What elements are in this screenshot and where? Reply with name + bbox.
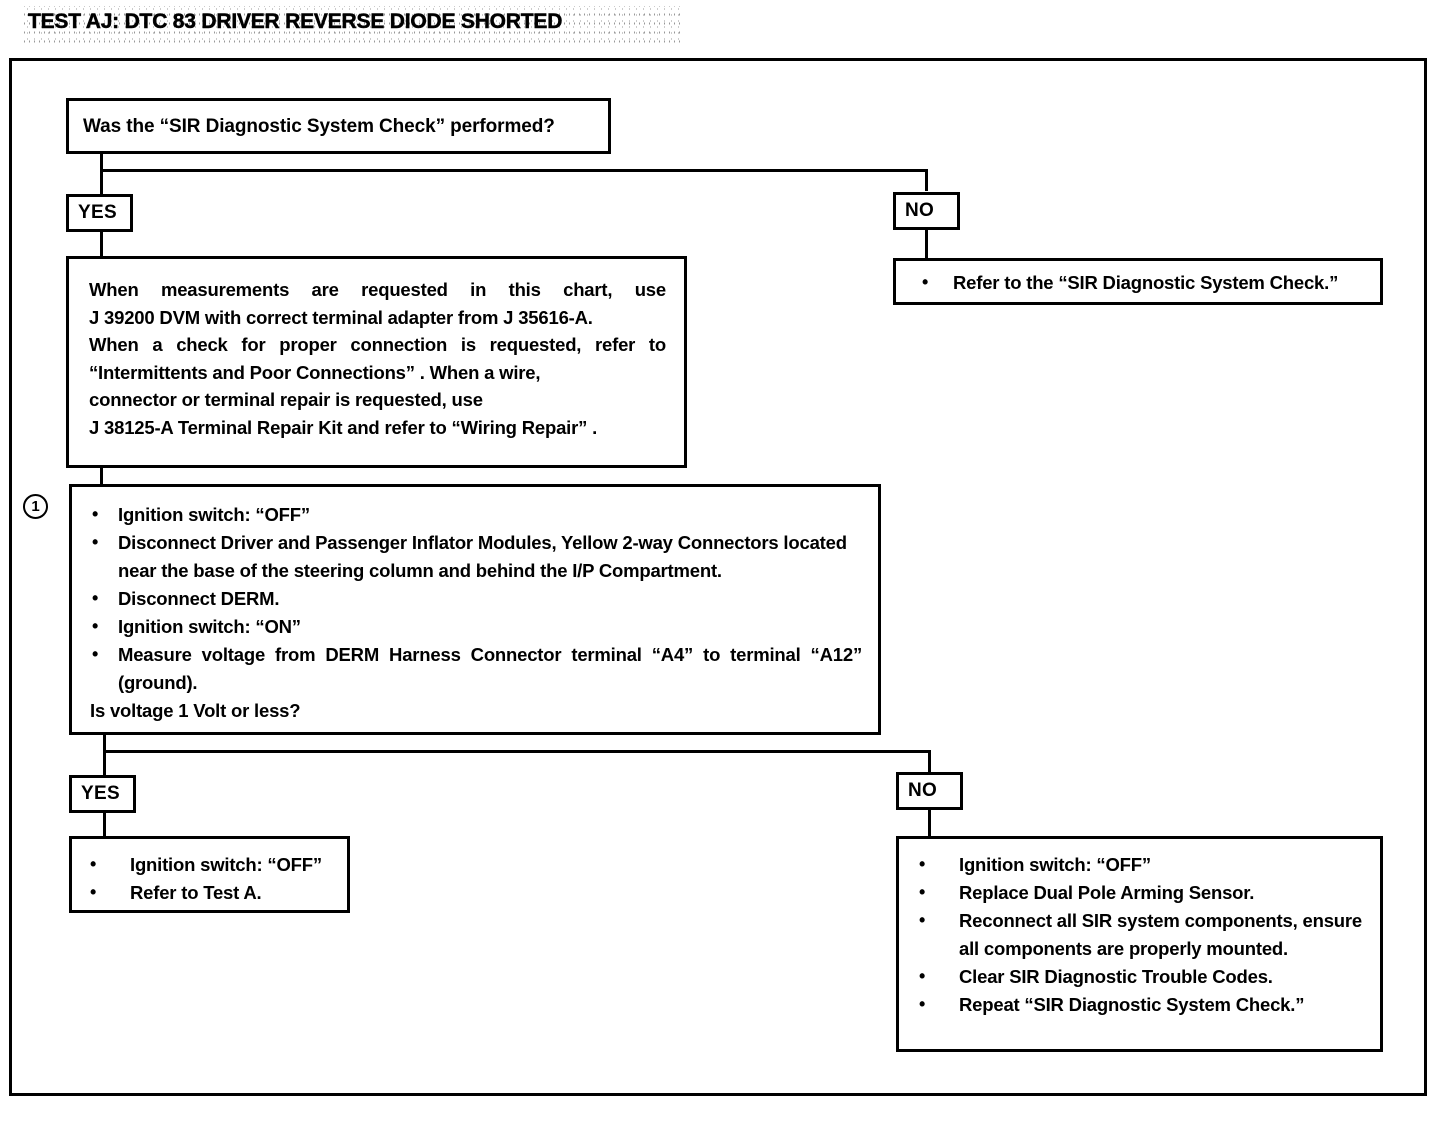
- connector-yes2-to-box: [103, 813, 106, 836]
- question-box-sir-check: Was the “SIR Diagnostic System Check” pe…: [66, 98, 611, 154]
- step-marker-1: 1: [23, 494, 48, 519]
- yes-box-bottom-list: Ignition switch: “OFF” Refer to Test A.: [84, 850, 337, 907]
- connector-branch1-yes-down: [100, 169, 103, 194]
- connector-no1-to-box: [925, 230, 928, 258]
- branch2-yes-tag: YES: [69, 775, 136, 813]
- no-box-refer-sir-check: Refer to the “SIR Diagnostic System Chec…: [893, 258, 1383, 305]
- list-item: Ignition switch: “ON”: [86, 612, 862, 641]
- no-box-bottom: Ignition switch: “OFF” Replace Dual Pole…: [896, 836, 1383, 1052]
- note-line-6: J 38125-A Terminal Repair Kit and refer …: [89, 416, 598, 438]
- connector-q1-down: [100, 154, 103, 172]
- step1-box: Ignition switch: “OFF” Disconnect Driver…: [69, 484, 881, 735]
- step1-list: Ignition switch: “OFF” Disconnect Driver…: [86, 500, 862, 697]
- connector-branch1-bar: [100, 169, 928, 172]
- connector-branch1-no-down: [925, 169, 928, 191]
- note-line-4: “Intermittents and Poor Connections” . W…: [89, 361, 541, 383]
- list-item: Refer to the “SIR Diagnostic System Chec…: [916, 268, 1370, 297]
- no-box-bottom-list: Ignition switch: “OFF” Replace Dual Pole…: [913, 850, 1362, 1019]
- connector-yes1-to-note: [100, 232, 103, 257]
- branch2-no-tag: NO: [896, 772, 963, 810]
- connector-branch2-yes-down: [103, 750, 106, 775]
- page-title-band: TEST AJ: DTC 83 DRIVER REVERSE DIODE SHO…: [24, 6, 684, 44]
- list-item: Disconnect Driver and Passenger Inflator…: [86, 528, 862, 585]
- branch1-no-tag: NO: [893, 192, 960, 230]
- list-item: Measure voltage from DERM Harness Connec…: [86, 640, 862, 697]
- connector-branch2-no-down: [928, 750, 931, 772]
- yes-box-bottom: Ignition switch: “OFF” Refer to Test A.: [69, 836, 350, 913]
- list-item: Replace Dual Pole Arming Sensor.: [913, 878, 1362, 907]
- list-item: Ignition switch: “OFF”: [84, 850, 337, 879]
- step1-question: Is voltage 1 Volt or less?: [90, 700, 301, 721]
- list-item: Ignition switch: “OFF”: [913, 850, 1362, 879]
- question-box-text: Was the “SIR Diagnostic System Check” pe…: [83, 116, 555, 137]
- chart-frame: [9, 58, 1427, 1096]
- scan-speckle-texture: [24, 6, 684, 44]
- branch1-yes-tag: YES: [66, 194, 133, 232]
- connector-note-to-step1: [100, 468, 103, 485]
- connector-step1-down: [103, 735, 106, 753]
- note-line-1: When measurements are requested in this …: [89, 279, 666, 300]
- list-item: Repeat “SIR Diagnostic System Check.”: [913, 990, 1362, 1019]
- list-item: Ignition switch: “OFF”: [86, 500, 862, 529]
- note-line-2: J 39200 DVM with correct terminal adapte…: [89, 306, 593, 328]
- connector-no2-to-box: [928, 810, 931, 836]
- list-item: Refer to Test A.: [84, 878, 337, 907]
- page-title: TEST AJ: DTC 83 DRIVER REVERSE DIODE SHO…: [28, 10, 563, 34]
- no-box-top-list: Refer to the “SIR Diagnostic System Chec…: [916, 268, 1370, 297]
- connector-branch2-bar: [103, 750, 931, 753]
- list-item: Reconnect all SIR system components, ens…: [913, 906, 1362, 963]
- note-line-5: connector or terminal repair is requeste…: [89, 389, 483, 410]
- note-line-3: When a check for proper connection is re…: [89, 334, 666, 355]
- list-item: Disconnect DERM.: [86, 584, 862, 613]
- note-box-measurements: When measurements are requested in this …: [66, 256, 687, 468]
- list-item: Clear SIR Diagnostic Trouble Codes.: [913, 962, 1362, 991]
